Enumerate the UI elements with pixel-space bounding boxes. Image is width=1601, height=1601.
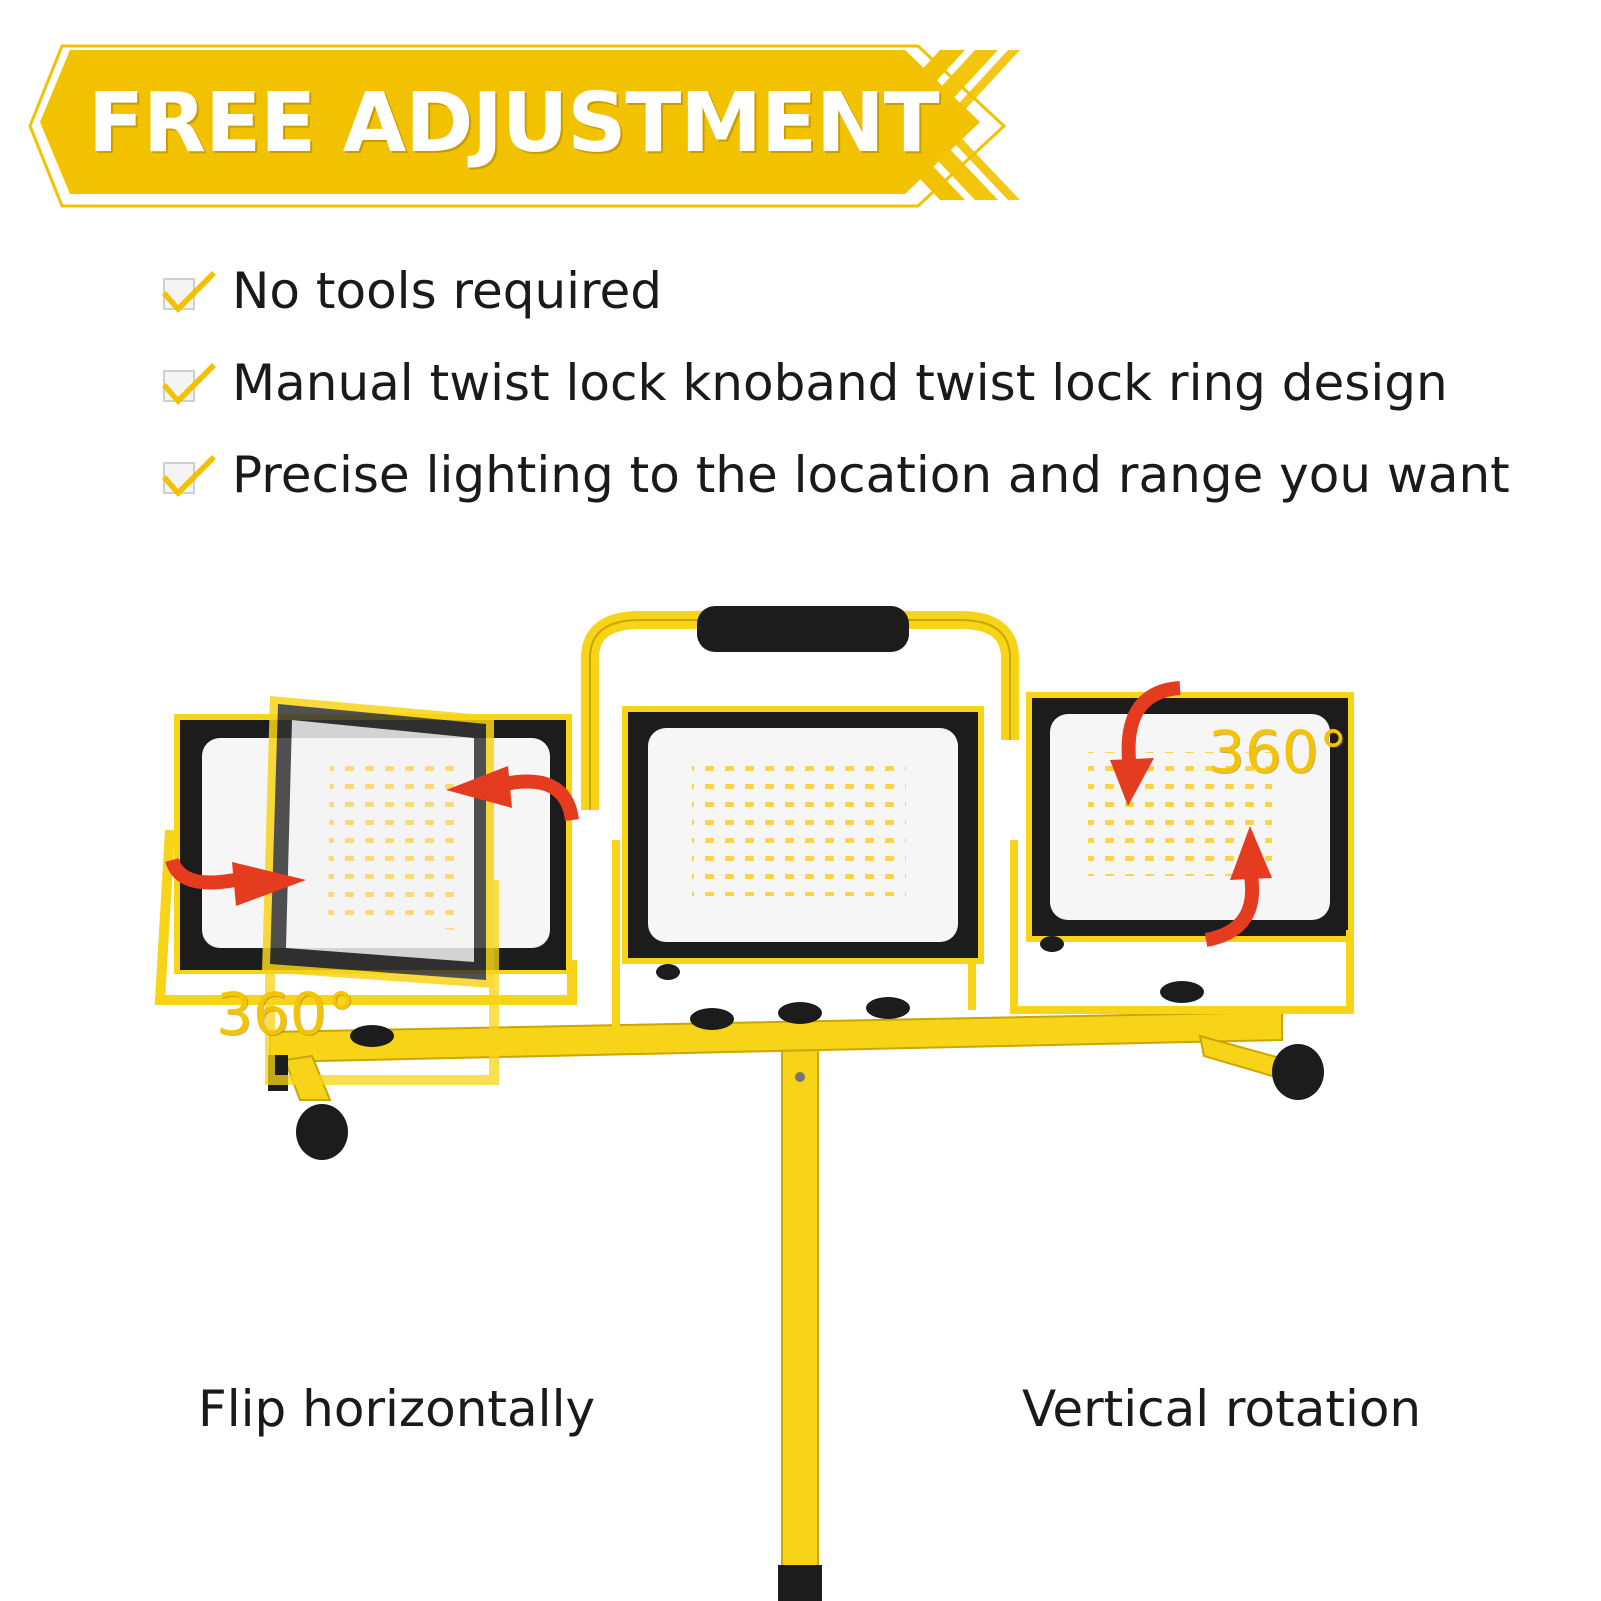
feature-list: No tools required Manual twist lock knob…: [160, 245, 1510, 521]
crossbar: [268, 981, 1324, 1160]
stand-pole: [778, 1049, 822, 1601]
banner-ribbon: [28, 44, 1020, 208]
banner: FREE ADJUSTMENT: [0, 0, 1601, 230]
work-light-stand: [154, 606, 1354, 1601]
feature-item: Manual twist lock knoband twist lock rin…: [160, 337, 1510, 429]
check-icon: [162, 363, 216, 405]
rotation-label-right: 360°: [1208, 718, 1348, 786]
caption-flip-horizontally: Flip horizontally: [198, 1380, 596, 1438]
feature-text: No tools required: [232, 262, 663, 320]
center-flood-light: [612, 706, 984, 1032]
banner-title: FREE ADJUSTMENT: [88, 76, 940, 171]
flip-arrows-left: [165, 766, 579, 906]
feature-item: Precise lighting to the location and ran…: [160, 429, 1510, 521]
carry-handle: [581, 606, 1019, 810]
work-light-illustration: 360° 360° Flip horizontally Vertical rot…: [0, 580, 1601, 1601]
rotate-arrows-right: [1110, 681, 1272, 947]
check-icon: [162, 271, 216, 313]
feature-text: Manual twist lock knoband twist lock rin…: [232, 354, 1448, 412]
rotation-label-left: 360°: [216, 980, 356, 1048]
feature-item: No tools required: [160, 245, 1510, 337]
check-icon: [162, 455, 216, 497]
left-flood-light-flipped: [262, 696, 499, 1085]
feature-text: Precise lighting to the location and ran…: [232, 446, 1510, 504]
caption-vertical-rotation: Vertical rotation: [1022, 1380, 1422, 1438]
